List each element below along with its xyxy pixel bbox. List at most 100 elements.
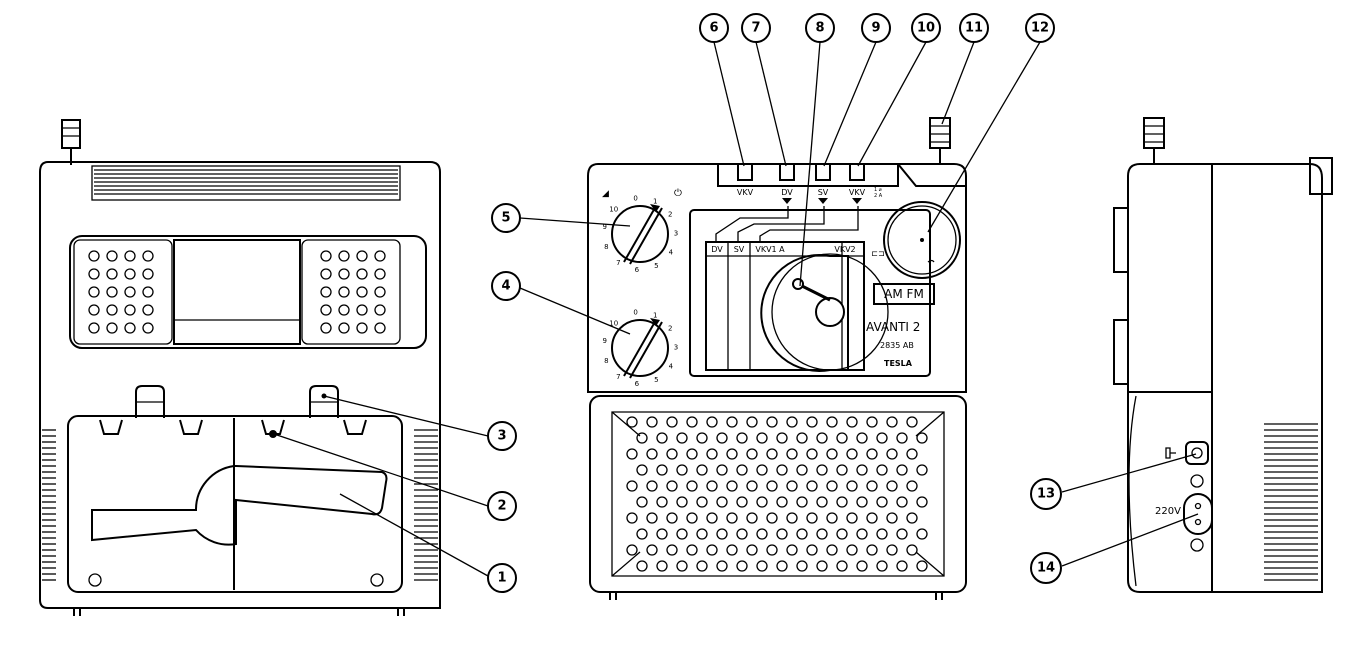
grille-hole [726, 512, 738, 524]
scale-label-sv: SV [734, 245, 745, 254]
grille-hole [776, 464, 788, 476]
speaker-hole [374, 250, 386, 262]
tuning-disk [760, 254, 849, 372]
tone-knob[interactable] [611, 318, 669, 379]
antenna-right [1143, 117, 1165, 164]
speaker-hole [142, 286, 154, 298]
speaker-hole [320, 286, 332, 298]
grille-hole [626, 480, 638, 492]
speaker-hole [320, 304, 332, 316]
side-vent [1264, 423, 1318, 581]
dial-number: 0 [633, 194, 637, 202]
grille-hole [816, 496, 828, 508]
callout-13: 13 [1030, 478, 1062, 510]
grille-hole [836, 432, 848, 444]
grille-hole [656, 464, 668, 476]
dial-number: 7 [616, 259, 620, 267]
grille-hole [646, 480, 658, 492]
grille-hole [876, 528, 888, 540]
grille-hole [686, 544, 698, 556]
band-button-sv[interactable]: SV [815, 163, 831, 204]
antenna-left [61, 119, 81, 165]
callout-12: 12 [1025, 13, 1055, 43]
dial-number: 0 [633, 308, 637, 316]
battery-compartment [67, 415, 403, 593]
callout-10-label: 10 [917, 21, 935, 36]
speaker-hole [142, 322, 154, 334]
volume-knob[interactable] [611, 204, 669, 265]
grille-hole [696, 560, 708, 572]
model-code: 2835 AB [880, 341, 914, 350]
handle-clips [135, 385, 339, 418]
grille-hole [706, 480, 718, 492]
grille-hole [836, 560, 848, 572]
speaker-hole [356, 304, 368, 316]
scale-window [705, 241, 865, 371]
earphone-jack[interactable] [1185, 441, 1209, 465]
grille-hole [916, 496, 928, 508]
grille-hole [906, 416, 918, 428]
grille-hole [656, 528, 668, 540]
dial-number: 6 [635, 380, 640, 388]
speaker-hole [338, 322, 350, 334]
grille-hole [886, 416, 898, 428]
dial-number: 9 [602, 337, 606, 345]
mains-socket[interactable] [1183, 493, 1213, 535]
grille-hole [756, 464, 768, 476]
grille-hole [706, 416, 718, 428]
grille-hole [826, 480, 838, 492]
grille-hole [806, 416, 818, 428]
grille-hole [636, 464, 648, 476]
grille-hole [856, 528, 868, 540]
voltage-label: 220V [1155, 506, 1181, 517]
grille-hole [766, 544, 778, 556]
callout-9: 9 [861, 13, 891, 43]
grille-hole [796, 432, 808, 444]
battery-strap [91, 465, 388, 546]
grille-hole [846, 480, 858, 492]
grille-hole [726, 448, 738, 460]
speaker-hole [88, 250, 100, 262]
band-button-vkv-2[interactable]: VKV 1 ⌀2 A [849, 163, 883, 204]
speaker-holes-left [88, 250, 154, 334]
grille-hole [676, 432, 688, 444]
grille-hole [826, 544, 838, 556]
callout-8-label: 8 [815, 21, 824, 36]
speaker-hole [88, 322, 100, 334]
power-icon: ⏻ [674, 188, 682, 199]
grille-hole [876, 560, 888, 572]
grille-hole [666, 416, 678, 428]
speaker-hole [124, 322, 136, 334]
grille-hole [676, 464, 688, 476]
dial-number: 3 [674, 343, 678, 351]
center-window [173, 239, 301, 345]
grille-hole [696, 496, 708, 508]
dial-number: 5 [654, 376, 658, 384]
grille-hole [676, 528, 688, 540]
band-button-vkv[interactable]: VKV [737, 163, 754, 197]
grille-hole [746, 512, 758, 524]
speaker-hole [124, 286, 136, 298]
grille-hole [746, 544, 758, 556]
grille-hole [736, 496, 748, 508]
grille-hole [626, 544, 638, 556]
dial-number: 1 [653, 197, 657, 205]
speaker-hole [320, 268, 332, 280]
speaker-holes-right [320, 250, 386, 334]
grille-hole [916, 560, 928, 572]
grille-hole [636, 528, 648, 540]
speaker-hole [374, 286, 386, 298]
grille-hole [766, 512, 778, 524]
battery-indicator: ⊏⊐ [871, 249, 884, 258]
grille-hole [836, 528, 848, 540]
dial-number: 10 [609, 205, 618, 213]
grille-hole [846, 416, 858, 428]
side-body [1127, 163, 1323, 593]
speaker-hole [374, 322, 386, 334]
dial-number: 6 [635, 266, 640, 274]
band-button-dv[interactable]: DV [779, 163, 795, 204]
band-label-vkv-2-sub: 1 ⌀2 A [874, 187, 883, 199]
tuning-knob[interactable] [883, 201, 961, 279]
grille-hole [756, 432, 768, 444]
grille-hole [896, 464, 908, 476]
